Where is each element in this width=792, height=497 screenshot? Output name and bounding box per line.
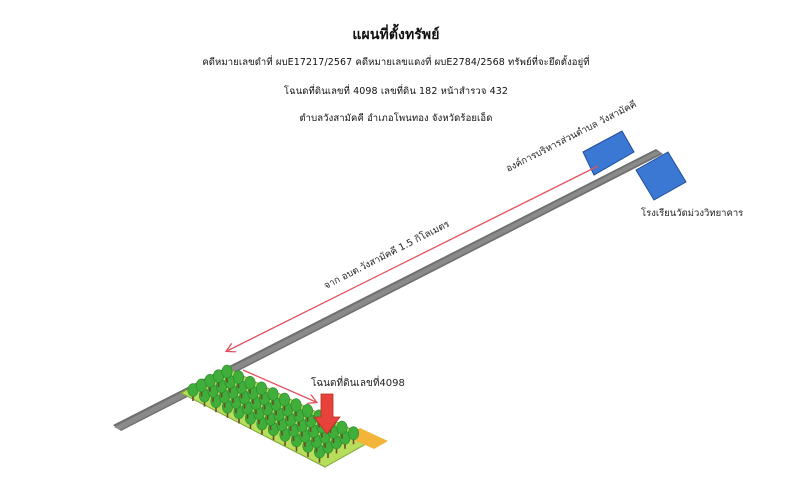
- tree-trunk: [263, 402, 266, 410]
- distance-label: จาก อบต.วังสามัคคี 1.5 กิโลเมตร: [322, 218, 452, 292]
- tree-trunk: [304, 439, 306, 447]
- document-title: แผนที่ตั้งทรัพย์: [352, 27, 440, 43]
- tree-trunk: [246, 411, 249, 419]
- tree-trunk: [243, 401, 246, 409]
- tree-trunk: [352, 437, 355, 445]
- tree-trunk: [232, 396, 234, 403]
- school-label: โรงเรียนวัดม่วงวิทยาคาร: [641, 207, 743, 219]
- tree-grid: [187, 364, 359, 463]
- tree-trunk: [212, 395, 214, 402]
- tree-trunk: [200, 389, 203, 397]
- tree-trunk: [258, 417, 260, 425]
- tree-trunk: [295, 444, 298, 452]
- tree-trunk: [309, 425, 312, 432]
- tree-trunk: [220, 390, 223, 398]
- school-building-icon: [635, 151, 687, 201]
- tree-trunk: [295, 409, 297, 417]
- frontage-arrow: [242, 369, 316, 402]
- tree-trunk: [292, 434, 295, 442]
- tree-trunk: [238, 416, 240, 424]
- tree-trunk: [318, 455, 321, 463]
- tree-trunk: [324, 440, 326, 448]
- tree-trunk: [266, 412, 269, 420]
- tree-trunk: [332, 436, 335, 444]
- tree-trunk: [269, 423, 272, 430]
- tree-trunk: [272, 433, 275, 441]
- tree-trunk: [203, 399, 206, 407]
- tree-trunk: [327, 451, 329, 458]
- tree-trunk: [289, 424, 292, 431]
- tree-trunk: [341, 431, 343, 439]
- tree-trunk: [249, 422, 252, 429]
- tree-trunk: [301, 429, 303, 437]
- tree-trunk: [229, 385, 231, 393]
- tree-trunk: [255, 407, 257, 415]
- tree-trunk: [286, 413, 289, 421]
- tree-trunk: [298, 419, 300, 427]
- tree-trunk: [306, 414, 309, 422]
- tree-trunk: [261, 427, 263, 435]
- tree-trunk: [240, 391, 243, 399]
- tree-icon: [267, 387, 279, 401]
- tree-icon: [233, 370, 245, 385]
- tree-trunk: [335, 446, 338, 454]
- tree-trunk: [192, 394, 194, 401]
- case-number-line: คดีหมายเลขดำที่ ผบE17217/2567 คดีหมายเลข…: [202, 57, 590, 68]
- tree-trunk: [315, 445, 318, 453]
- tree-icon: [255, 381, 267, 396]
- tree-trunk: [283, 403, 286, 411]
- tree-trunk: [344, 441, 346, 449]
- tree-trunk: [237, 381, 240, 389]
- tree-trunk: [272, 398, 274, 405]
- parcel-label: โฉนดที่ดินเลขที่4098: [311, 375, 405, 389]
- tree-trunk: [217, 380, 220, 388]
- tree-icon: [290, 398, 302, 413]
- distance-arrow: [227, 165, 599, 351]
- tree-trunk: [278, 418, 280, 426]
- tree-trunk: [260, 392, 263, 400]
- tree-trunk: [252, 397, 254, 404]
- tree-icon: [301, 403, 313, 418]
- tree-trunk: [226, 375, 228, 383]
- tree-trunk: [209, 384, 211, 392]
- tree-trunk: [275, 408, 277, 416]
- tree-trunk: [223, 400, 226, 408]
- tree-trunk: [281, 428, 283, 436]
- tree-icon: [221, 364, 233, 379]
- tree-trunk: [226, 410, 229, 418]
- deed-info-line: โฉนดที่ดินเลขที่ 4098 เลขที่ดิน 182 หน้า…: [283, 86, 509, 97]
- sao-building-icon: [582, 130, 635, 176]
- road: [113, 149, 663, 431]
- tree-trunk: [307, 450, 309, 457]
- tree-trunk: [321, 430, 323, 438]
- tree-icon: [347, 426, 359, 441]
- tree-icon: [336, 420, 348, 435]
- location-marker-icon: [313, 393, 341, 435]
- tree-trunk: [235, 406, 237, 414]
- tree-trunk: [249, 386, 251, 394]
- tree-trunk: [284, 438, 286, 446]
- tree-trunk: [215, 405, 217, 413]
- land-parcel: [179, 364, 388, 468]
- tree-icon: [278, 392, 290, 407]
- location-line: ตำบลวังสามัคคี อำเภอโพนทอง จังหวัดร้อยเอ…: [299, 113, 493, 124]
- tree-trunk: [312, 435, 315, 443]
- tree-icon: [244, 375, 256, 390]
